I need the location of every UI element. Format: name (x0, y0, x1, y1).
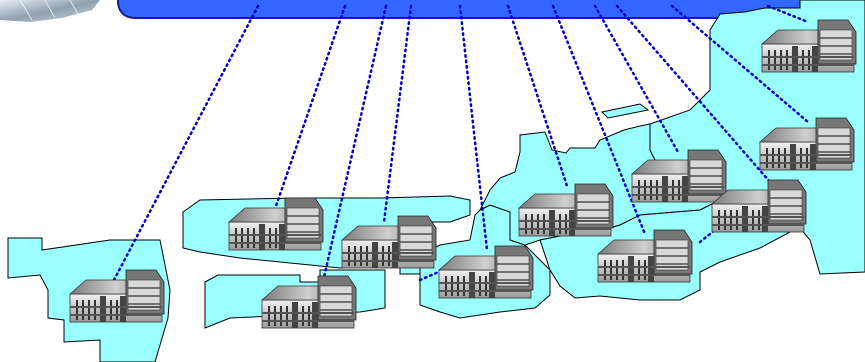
network-link (670, 4, 810, 124)
network-link (274, 4, 347, 208)
network-link (766, 4, 810, 24)
network-link (320, 4, 388, 288)
network-link (551, 4, 647, 236)
network-link (506, 4, 569, 188)
network-links (112, 4, 810, 288)
network-link (418, 266, 450, 282)
network-link (382, 4, 413, 224)
network-link (593, 4, 680, 154)
network-link (112, 4, 260, 282)
region-islet (600, 103, 650, 119)
network-link (458, 4, 489, 252)
corner-decoration (0, 0, 100, 22)
network-link (615, 4, 772, 184)
